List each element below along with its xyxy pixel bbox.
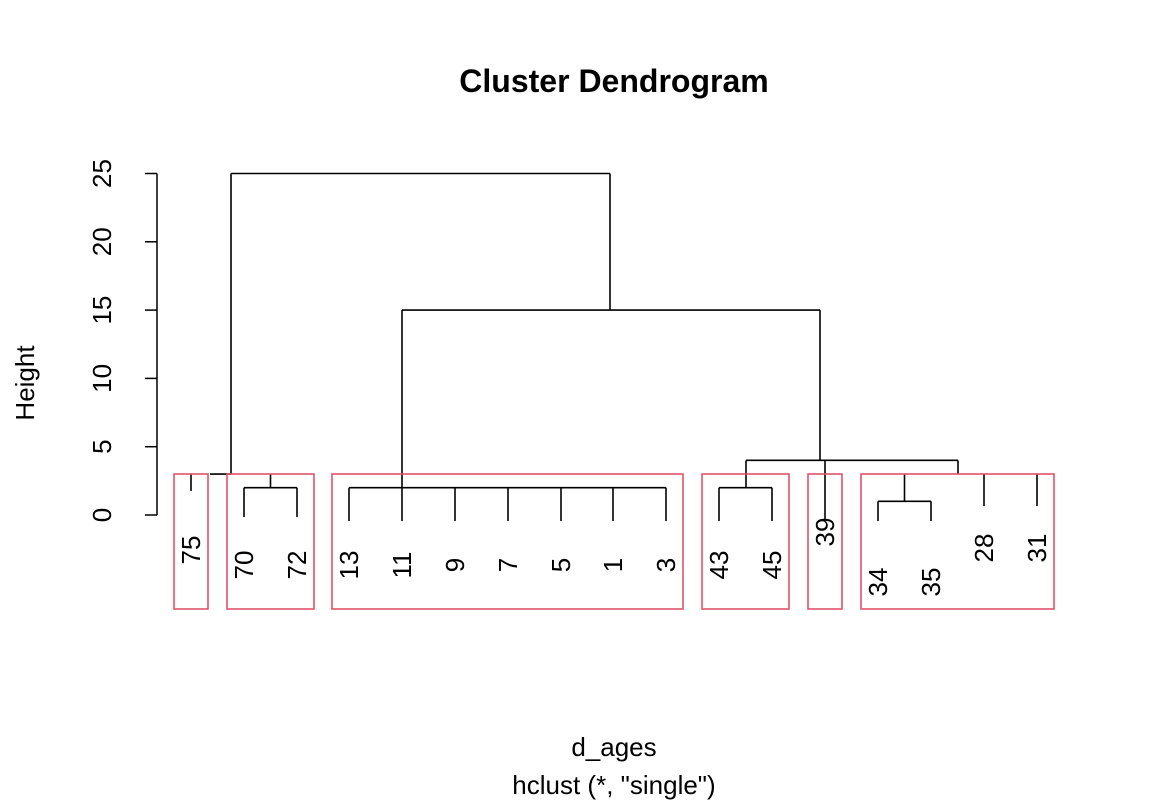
leaf-label: 35 (916, 568, 946, 597)
leaf-label: 7 (493, 558, 523, 572)
leaf-label: 39 (810, 518, 840, 547)
cluster-rect (860, 473, 1055, 610)
leaf-label: 34 (863, 568, 893, 597)
leaf-label: 9 (440, 558, 470, 572)
dendrogram-tree (190, 172, 1038, 521)
cluster-rect (173, 473, 209, 610)
leaf-label: 31 (1022, 534, 1052, 563)
leaf-label: 11 (387, 552, 417, 579)
y-axis: 0 5 10 15 20 25 (87, 159, 158, 522)
leaf-label: 72 (282, 551, 312, 580)
cluster-rect (331, 473, 684, 610)
cluster-rect (226, 473, 315, 610)
y-tick-label: 0 (87, 508, 117, 522)
leaf-label: 43 (704, 551, 734, 580)
x-axis-label: d_ages (571, 732, 656, 762)
leaf-label: 3 (651, 558, 681, 572)
leaf-label: 45 (757, 551, 787, 580)
cluster-rectangles (173, 473, 1055, 610)
leaf-label: 5 (546, 558, 576, 572)
y-axis-label: Height (10, 345, 40, 421)
y-tick-label: 15 (87, 296, 117, 325)
leaf-label: 28 (969, 534, 999, 563)
leaf-label: 1 (598, 558, 628, 572)
chart-subtitle: hclust (*, "single") (512, 770, 715, 800)
chart-title: Cluster Dendrogram (459, 63, 768, 99)
leaf-label: 70 (229, 551, 259, 580)
cluster-rect (701, 473, 790, 610)
y-tick-label: 5 (87, 439, 117, 453)
y-tick-label: 25 (87, 159, 117, 188)
cluster-rect (807, 473, 843, 610)
y-tick-label: 20 (87, 227, 117, 256)
leaf-label: 75 (176, 536, 206, 565)
leaf-label: 13 (334, 551, 364, 580)
y-tick-label: 10 (87, 364, 117, 393)
